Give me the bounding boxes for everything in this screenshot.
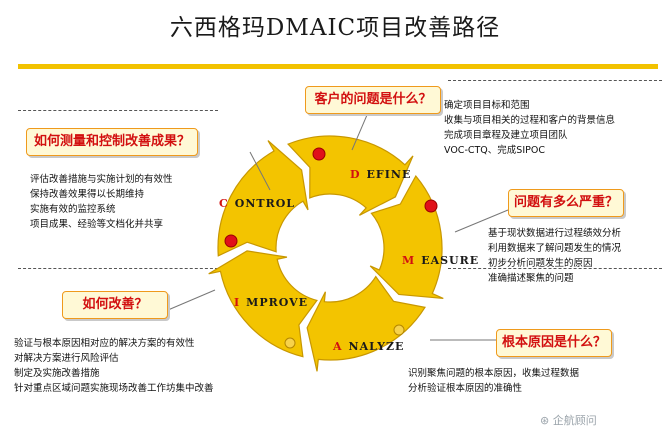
note-line: 分析验证根本原因的准确性 [408,383,523,394]
note-line: 对解决方案进行风险评估 [14,353,119,364]
note-line: 完成项目章程及建立项目团队 [444,130,568,141]
callout-measure: 问题有多么严重？ [508,189,624,217]
note-line: 制定及实施改善措施 [14,368,100,379]
notes-improve: 验证与根本原因相对应的解决方案的有效性 对解决方案进行风险评估 制定及实施改善措… [14,336,214,396]
note-line: 准确描述聚焦的问题 [488,273,574,284]
note-line: 针对重点区域问题实施现场改善工作坊集中改善 [14,383,214,394]
separator-measure [448,268,662,269]
callout-improve: 如何改善？ [62,291,168,319]
wechat-icon: ⊛ [540,414,553,427]
dot-define-start [312,147,326,161]
dot-measure-start [424,199,438,213]
dot-control-start [224,234,238,248]
connector-improve [167,289,216,311]
title-underline [18,64,658,69]
notes-control: 评估改善措施与实施计划的有效性 保持改善效果得以长期维持 实施有效的监控系统 项… [30,172,173,232]
notes-analyze: 识别聚焦问题的根本原因，收集过程数据 分析验证根本原因的准确性 [408,366,579,396]
callout-define: 客户的问题是什么？ [305,86,441,114]
note-line: 验证与根本原因相对应的解决方案的有效性 [14,338,195,349]
segment-analyze [306,275,426,372]
note-line: 项目成果、经验等文档化并共享 [30,219,164,230]
callout-analyze: 根本原因是什么？ [496,329,612,357]
segment-control [217,140,309,257]
callout-control: 如何测量和控制改善成果？ [26,128,198,156]
connector-control [249,151,271,191]
page-title: 六西格玛DMAIC项目改善路径 [169,15,501,41]
separator-define [448,80,662,81]
segment-improve [208,250,318,358]
note-line: VOC-CTQ、完成SIPOC [444,145,545,156]
separator-improve [18,268,218,269]
notes-measure: 基于现状数据进行过程绩效分析 利用数据来了解问题发生的情况 初步分析问题发生的原… [488,226,621,286]
note-line: 基于现状数据进行过程绩效分析 [488,228,622,239]
note-line: 收集与项目相关的过程和客户的背景信息 [444,115,616,126]
note-line: 识别聚焦问题的根本原因，收集过程数据 [408,368,580,379]
dot-improve-start [284,337,296,349]
watermark: ⊛ 企航顾问 [540,414,597,427]
note-line: 实施有效的监控系统 [30,204,116,215]
note-line: 初步分析问题发生的原因 [488,258,593,269]
connector-define [351,107,371,151]
note-line: 确定项目目标和范围 [444,100,530,111]
note-line: 评估改善措施与实施计划的有效性 [30,174,173,185]
note-line: 利用数据来了解问题发生的情况 [488,243,622,254]
note-line: 保持改善效果得以长期维持 [30,189,145,200]
separator-control [18,110,218,111]
connector-measure [454,209,509,233]
notes-define: 确定项目目标和范围 收集与项目相关的过程和客户的背景信息 完成项目章程及建立项目… [444,98,615,158]
dot-analyze-start [393,324,405,336]
